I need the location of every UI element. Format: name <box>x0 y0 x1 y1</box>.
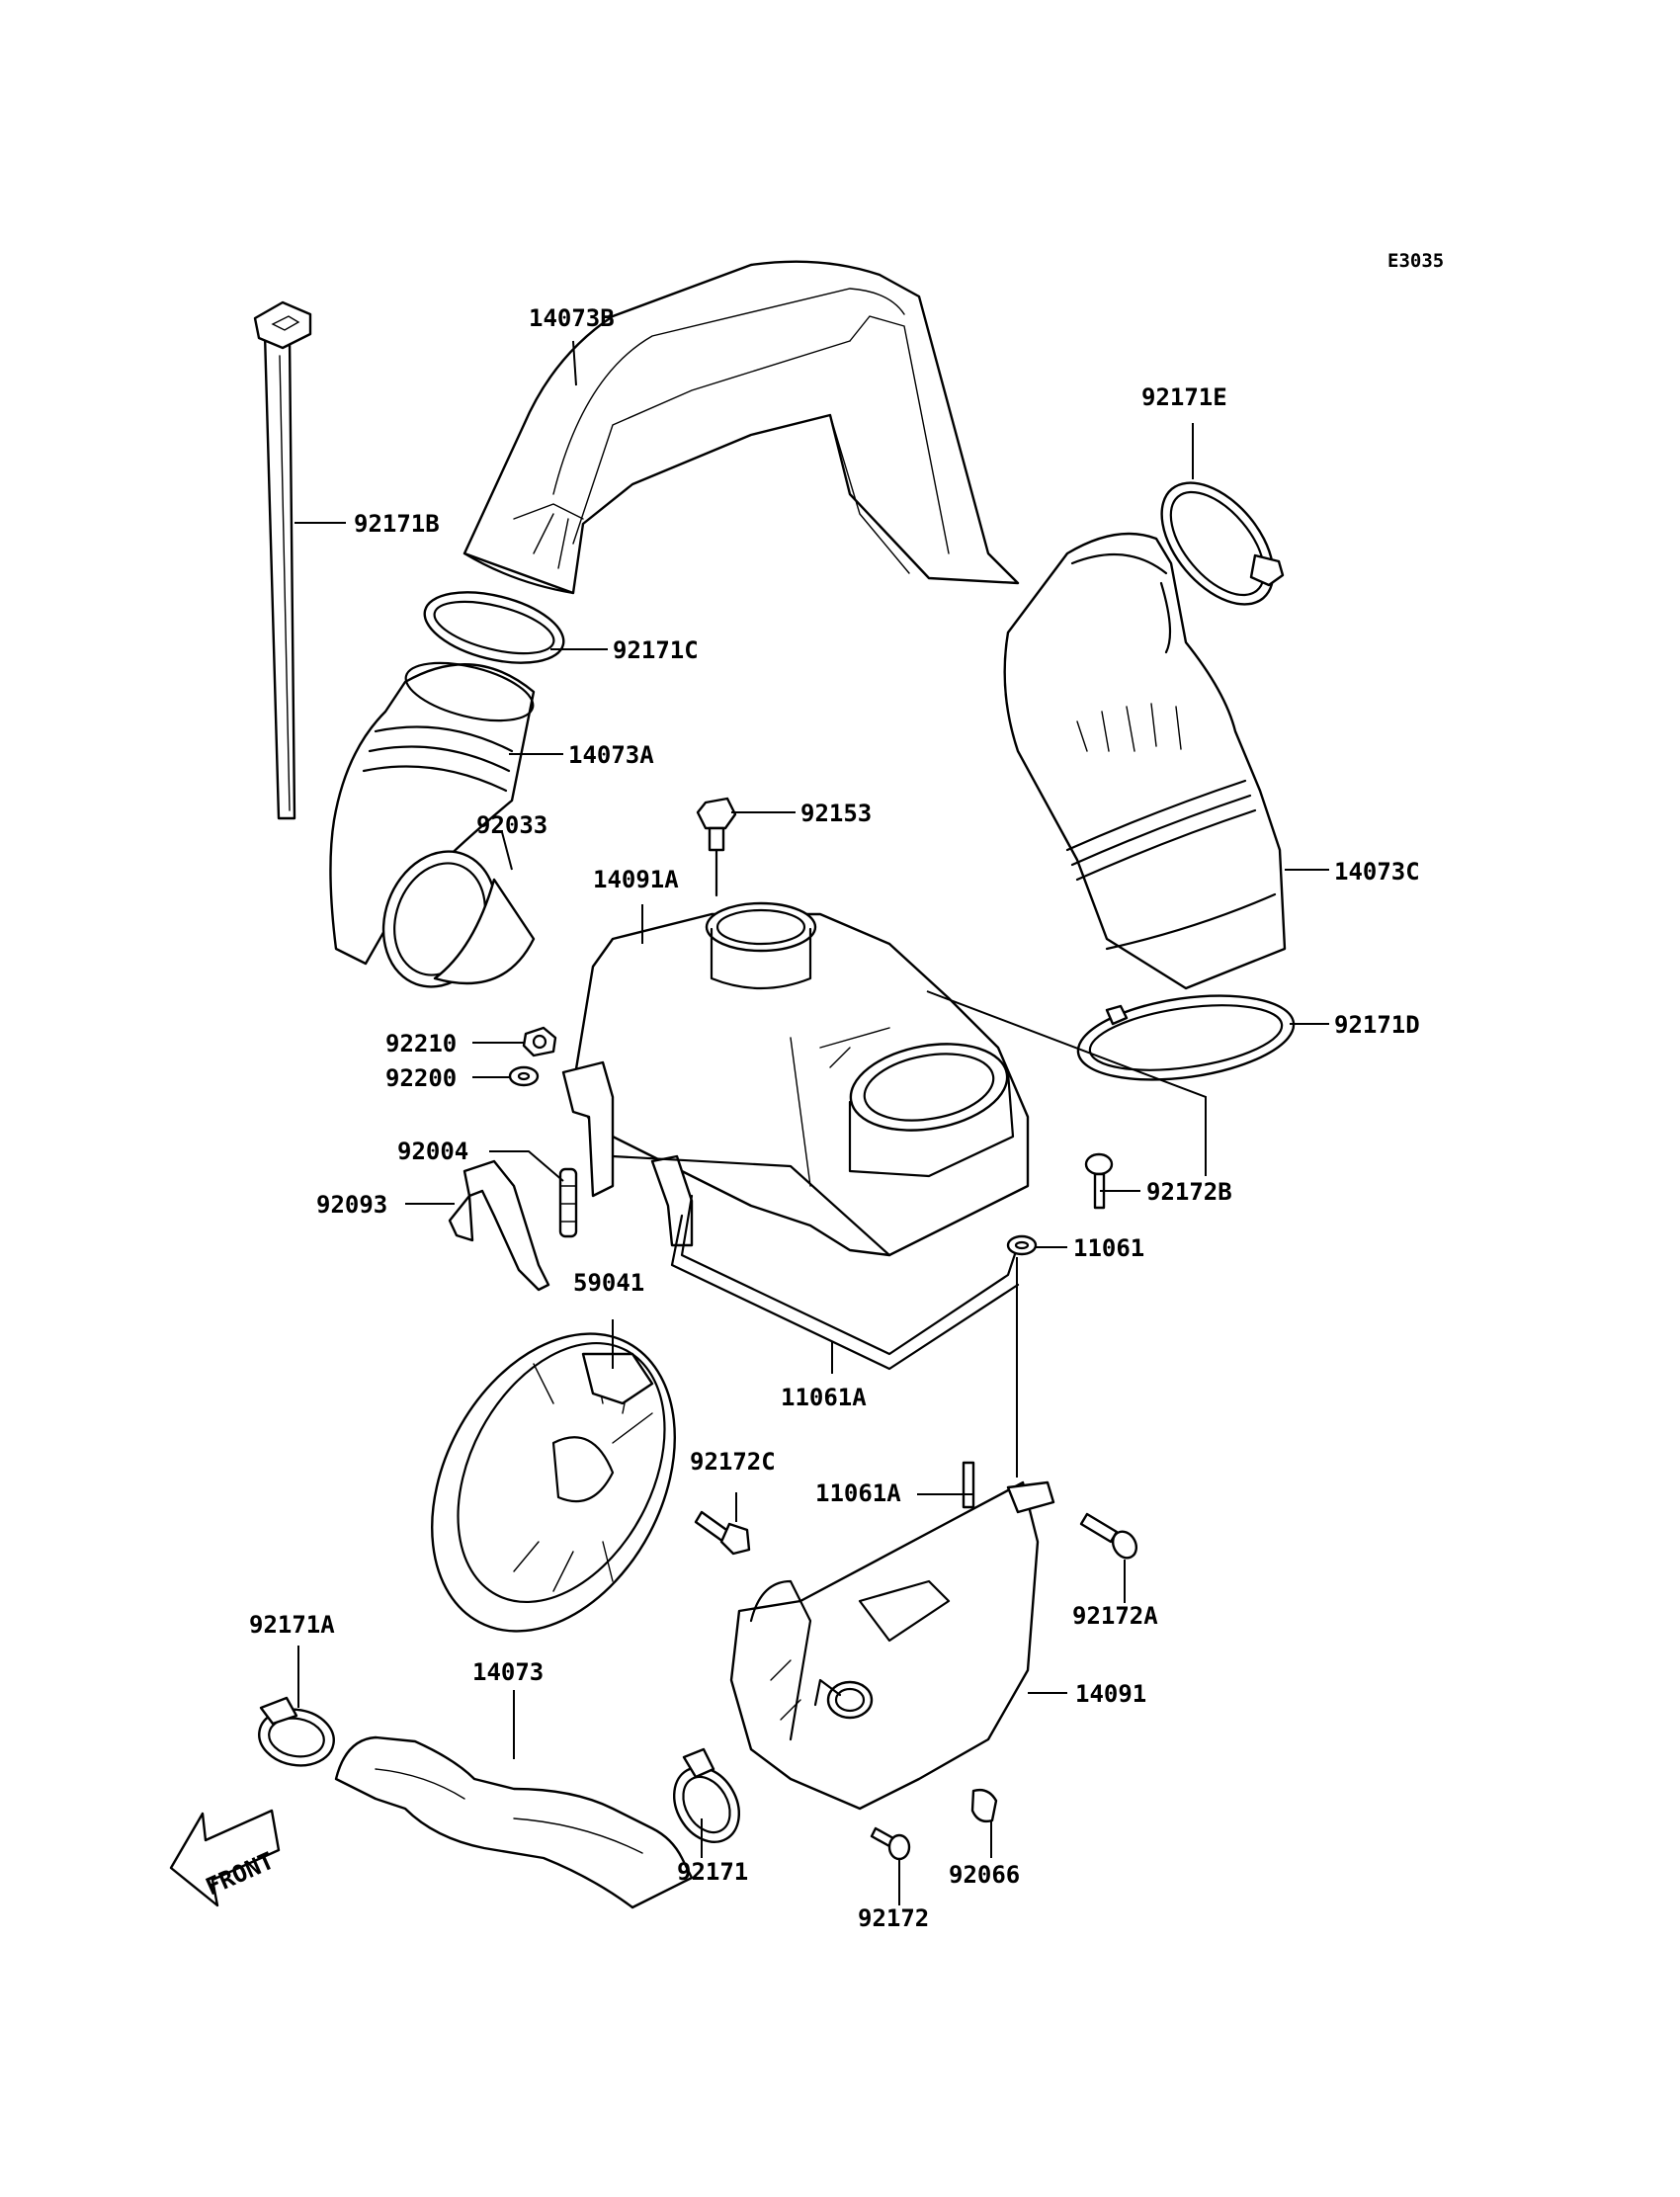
screw-92172-drawing <box>870 1826 911 1861</box>
part-label-14073b: 14073B <box>529 304 615 332</box>
part-label-92200: 92200 <box>385 1064 457 1092</box>
right-elbow-duct-drawing <box>1003 532 1287 990</box>
part-label-14091a: 14091A <box>593 866 679 893</box>
clip-92093-drawing <box>448 1159 550 1292</box>
part-label-14091: 14091 <box>1075 1680 1146 1708</box>
screw-92172B-drawing <box>1084 1152 1114 1210</box>
part-label-14073c: 14073C <box>1334 858 1420 886</box>
part-label-92171e: 92171E <box>1141 383 1227 411</box>
part-label-92171: 92171 <box>677 1858 748 1886</box>
screw-92172A-drawing <box>1079 1512 1138 1560</box>
upper-air-duct-drawing <box>462 260 1020 595</box>
part-label-92172: 92172 <box>858 1904 929 1932</box>
collar-11061-drawing <box>1006 1234 1038 1256</box>
hose-14073-drawing <box>334 1735 694 1909</box>
part-label-92172c: 92172C <box>690 1448 776 1476</box>
part-label-11061a-lower: 11061A <box>815 1479 901 1507</box>
clamp-92171-drawing <box>673 1747 740 1843</box>
gasket-11061A-drawing <box>670 1194 1020 1371</box>
part-label-92171a: 92171A <box>249 1611 335 1639</box>
bolt-92153-drawing <box>696 797 737 897</box>
part-label-92172a: 92172A <box>1072 1602 1158 1630</box>
washer-92200-drawing <box>508 1065 540 1087</box>
part-label-59041: 59041 <box>573 1269 644 1297</box>
lower-air-box-drawing <box>729 1461 1055 1811</box>
part-label-92093: 92093 <box>316 1191 387 1219</box>
clamp-lower-right-drawing <box>1076 994 1296 1081</box>
grommet-92004-drawing <box>558 1167 578 1238</box>
air-box-cover-drawing <box>561 901 1030 1257</box>
diagram-reference: E3035 <box>1387 250 1444 272</box>
part-label-11061a-upper: 11061A <box>781 1384 867 1411</box>
leader-lines <box>294 340 1329 1905</box>
cable-tie-drawing <box>253 300 312 820</box>
screw-92172C-drawing <box>694 1510 751 1556</box>
part-label-92172b: 92172B <box>1146 1178 1232 1206</box>
part-label-92004: 92004 <box>397 1138 468 1165</box>
nut-92210-drawing <box>522 1026 557 1057</box>
fan-cover-drawing <box>431 1332 676 1633</box>
part-labels: 14073B 92171B 92171E 92171C 14073A 92033… <box>249 304 1420 1932</box>
part-label-92153: 92153 <box>800 800 872 827</box>
band-92033-drawing <box>381 850 536 988</box>
clamp-upper-right-drawing <box>1160 481 1285 606</box>
part-label-92210: 92210 <box>385 1030 457 1057</box>
part-label-92066: 92066 <box>949 1861 1020 1889</box>
part-label-11061: 11061 <box>1073 1234 1144 1262</box>
part-label-92171b: 92171B <box>354 510 440 538</box>
cap-92066-drawing <box>970 1788 998 1823</box>
front-arrow: FRONT <box>169 1809 281 1907</box>
part-label-14073a: 14073A <box>568 741 654 769</box>
part-label-92033: 92033 <box>476 811 547 839</box>
clamp-left-drawing <box>423 591 565 664</box>
clamp-92171A-drawing <box>258 1696 335 1767</box>
part-label-14073: 14073 <box>472 1658 544 1686</box>
part-label-92171d: 92171D <box>1334 1011 1420 1039</box>
part-label-92171c: 92171C <box>613 636 699 664</box>
